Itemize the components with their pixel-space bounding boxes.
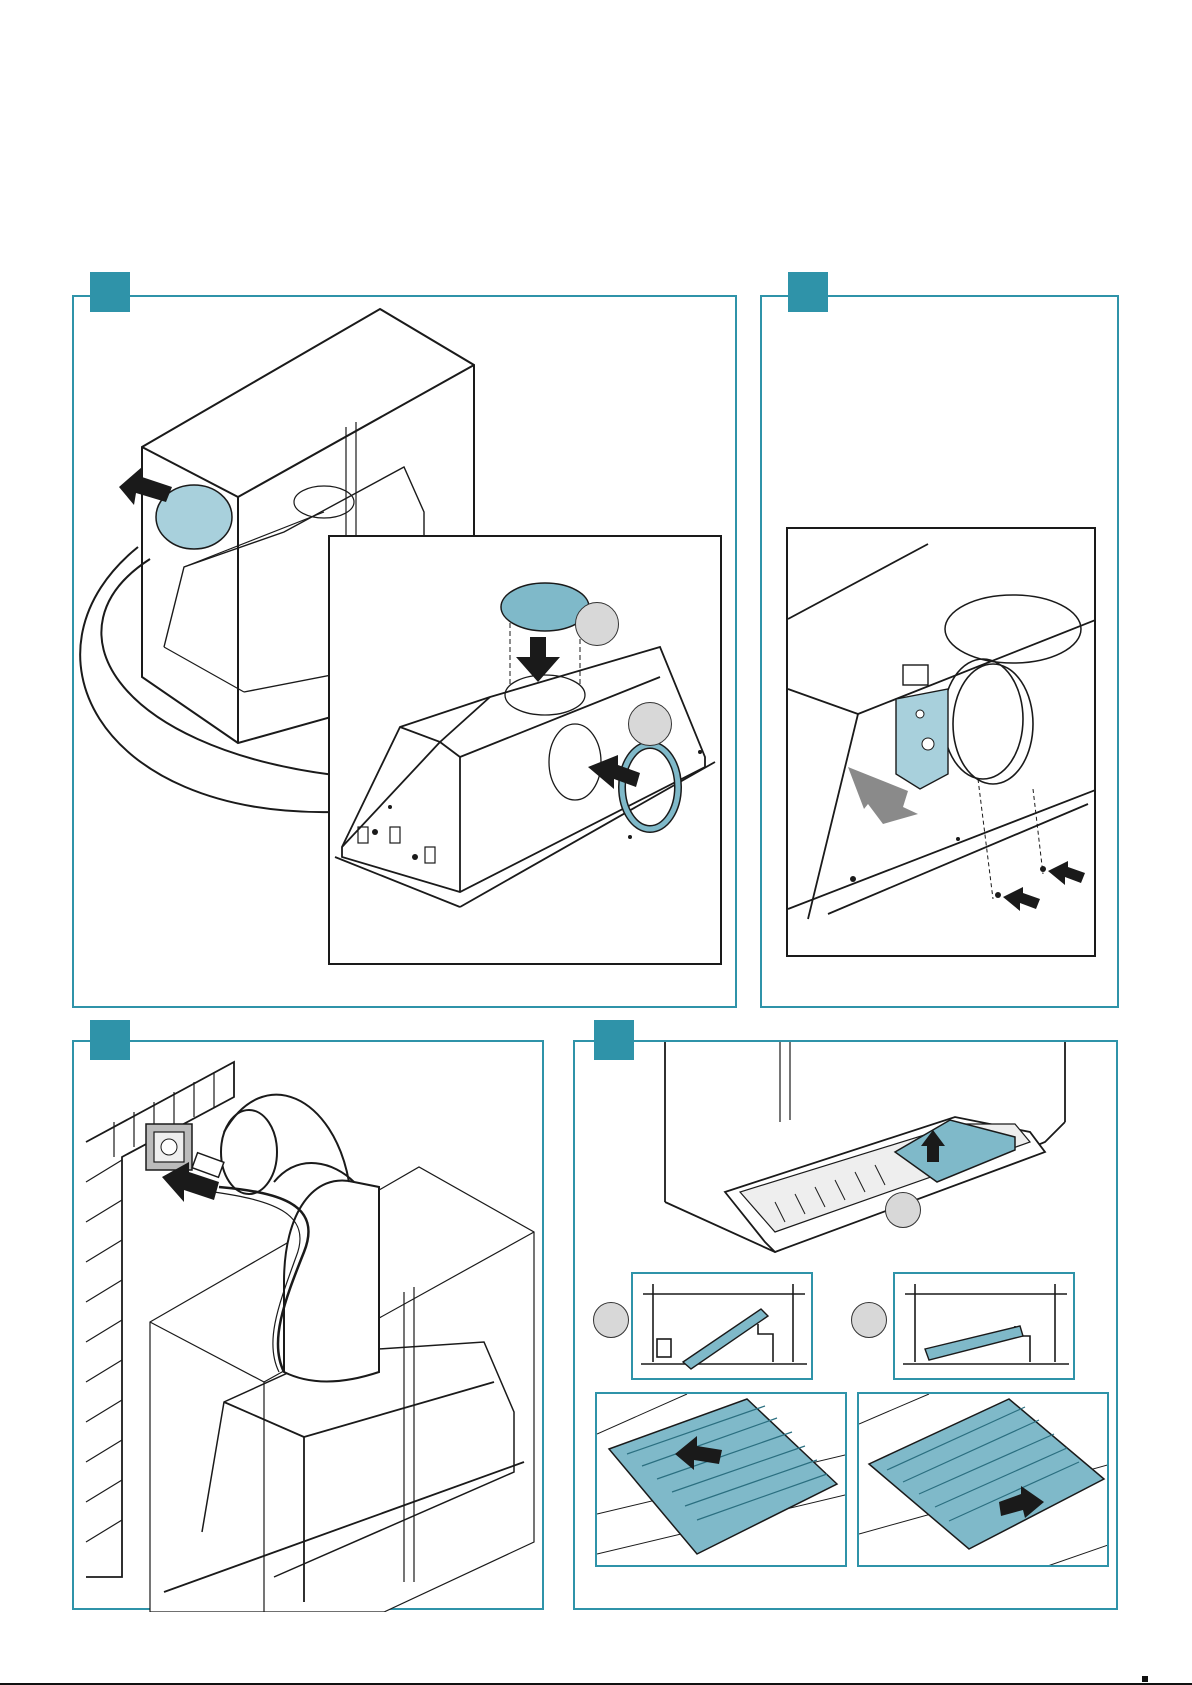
detail-inset-duct (328, 535, 722, 965)
callout-badge-main (885, 1192, 921, 1228)
grease-filter-icon (609, 1399, 837, 1554)
step-panel-1 (72, 295, 737, 1008)
detail-box-filter-angle-left (631, 1272, 813, 1380)
step-tab-2 (788, 272, 828, 312)
plug-icon (192, 1153, 224, 1178)
bracket-icon (896, 689, 948, 789)
wall-socket-icon (146, 1124, 192, 1170)
wall-connection-illustration (74, 1042, 546, 1612)
step-tab-3 (90, 1020, 130, 1060)
step-tab-4 (594, 1020, 634, 1060)
grease-filter-icon (869, 1399, 1104, 1549)
callout-badge-a (575, 602, 619, 646)
screw-icon (995, 892, 1001, 898)
filter-removal-illustration (575, 1042, 1120, 1282)
step-panel-4 (573, 1040, 1118, 1610)
closeup-filter-insert (595, 1392, 847, 1567)
detail-box-filter-angle-right (893, 1272, 1075, 1380)
page-corner-mark (1142, 1676, 1148, 1682)
callout-badge-b (628, 702, 672, 746)
callout-badge-right (851, 1302, 887, 1338)
step-tab-1 (90, 272, 130, 312)
step-panel-3 (72, 1040, 544, 1610)
detail-inset-bracket (786, 527, 1096, 957)
closeup-filter-slide (857, 1392, 1109, 1567)
exhaust-pipe-icon (284, 1180, 379, 1381)
callout-badge-left (593, 1302, 629, 1338)
push-arrow-icon (1003, 887, 1040, 911)
step-panel-2 (760, 295, 1119, 1008)
